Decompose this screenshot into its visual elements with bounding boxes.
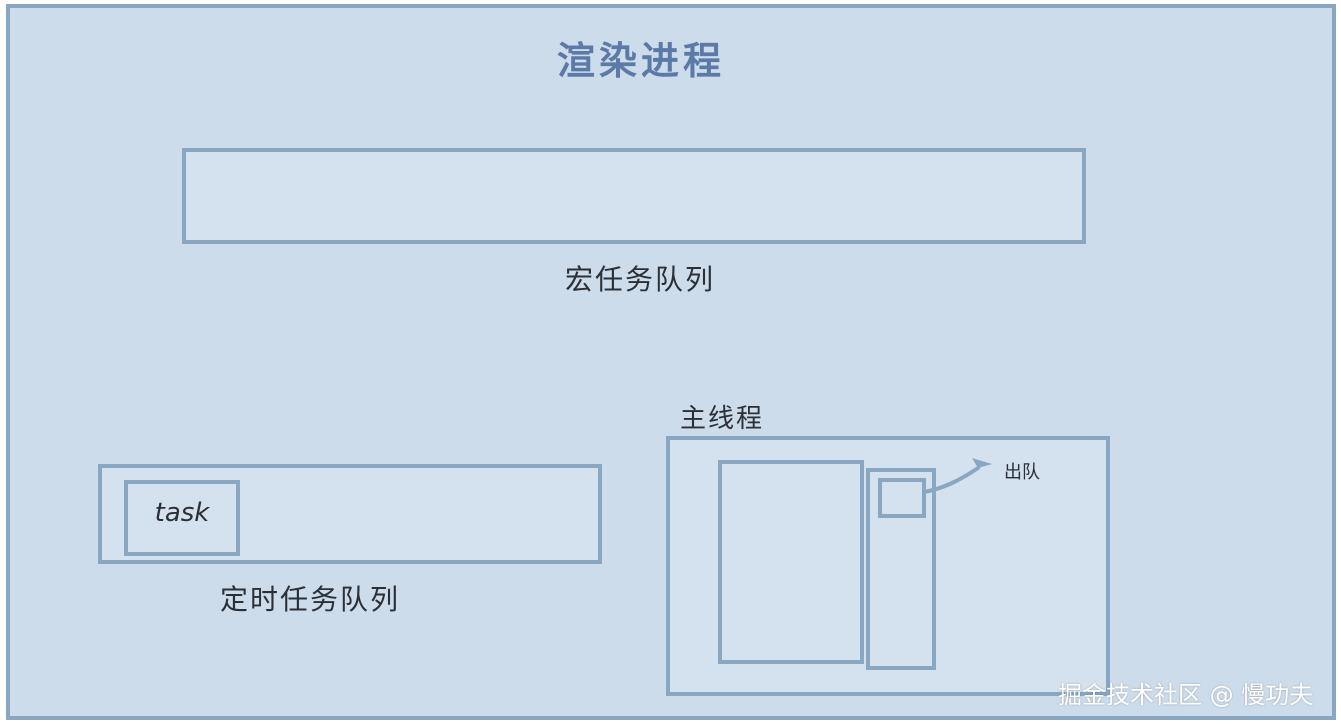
task-item-box <box>124 480 240 556</box>
macro-task-queue-box <box>182 148 1086 244</box>
dequeue-label: 出队 <box>1004 462 1040 483</box>
diagram-title: 渲染进程 <box>556 39 725 83</box>
main-thread-label: 主线程 <box>680 404 765 434</box>
dequeue-arrow-icon <box>922 458 992 494</box>
macro-task-queue-label: 宏任务队列 <box>564 263 715 296</box>
task-item-label: task <box>154 498 210 528</box>
main-thread-left-column <box>718 460 864 664</box>
timer-task-queue-label: 定时任务队列 <box>220 583 401 616</box>
watermark-text: 掘金技术社区 @ 慢功夫 <box>1058 681 1314 709</box>
main-thread-stack-item <box>878 478 926 518</box>
